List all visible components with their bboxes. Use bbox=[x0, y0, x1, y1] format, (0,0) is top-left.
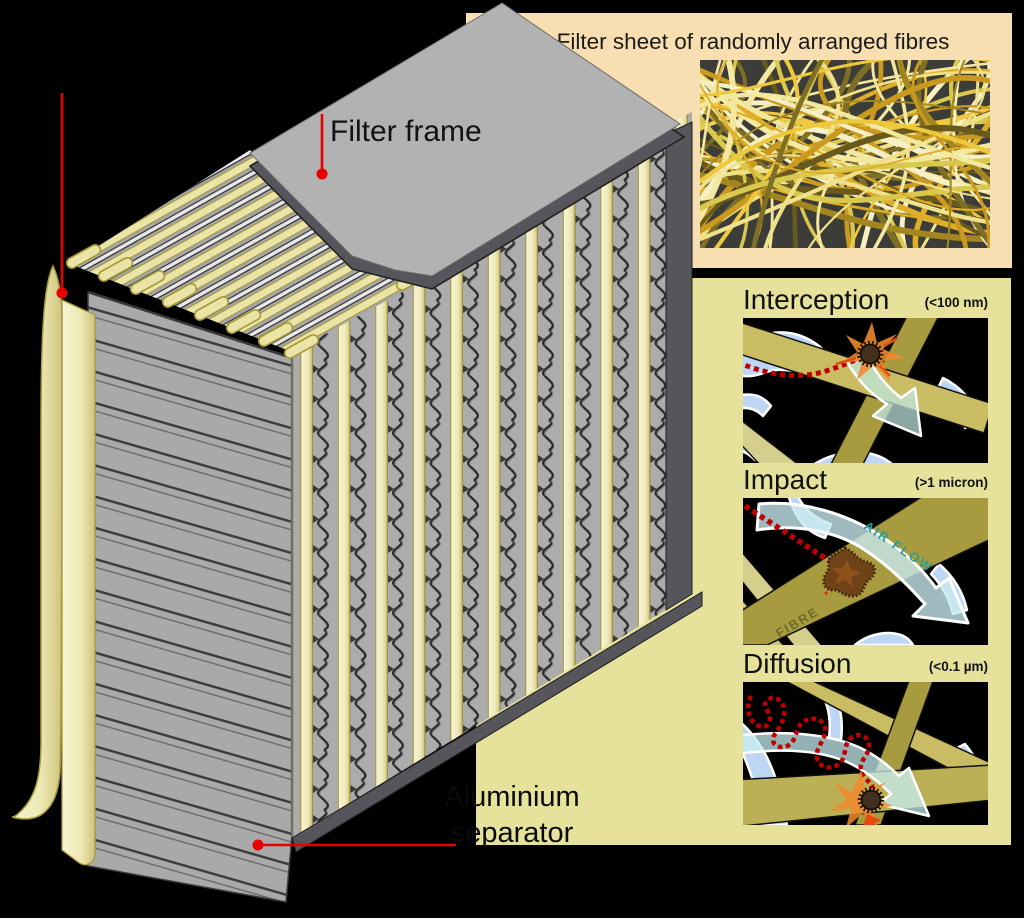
impact-title: Impact bbox=[743, 464, 827, 495]
filter-left-face-corrugations bbox=[87, 290, 293, 903]
fibre-stroke bbox=[700, 82, 990, 175]
fibre-sheet-panel-title: Filter sheet of randomly arranged fibres bbox=[557, 29, 950, 54]
filter-frame-plate bbox=[249, 2, 681, 277]
air-flow-arrow bbox=[755, 501, 970, 625]
diffusion-image bbox=[743, 682, 988, 825]
fibre-sheet-image bbox=[700, 60, 990, 248]
pointer-dot bbox=[56, 287, 68, 299]
fibre-stroke bbox=[911, 60, 990, 248]
fibre-stroke bbox=[700, 168, 990, 225]
pointer-dot bbox=[252, 839, 264, 851]
interception-image bbox=[743, 318, 988, 463]
collision-burst bbox=[828, 770, 893, 825]
filter-top-face-pleats bbox=[70, 150, 432, 352]
fibre-stroke bbox=[700, 111, 990, 242]
left-face-top-edge bbox=[87, 290, 293, 360]
air-flow-arrow bbox=[845, 352, 923, 438]
particle-splat bbox=[822, 546, 877, 598]
fibre-stroke bbox=[952, 60, 990, 248]
interception-title: Interception bbox=[743, 284, 889, 315]
impact-image: FIBRE AIR FLOW bbox=[743, 498, 988, 645]
particle-path-fragment bbox=[824, 584, 836, 596]
outer-filter-sheet-curl bbox=[11, 264, 63, 820]
fibre-stroke bbox=[818, 60, 969, 248]
fibre-stroke bbox=[946, 60, 966, 248]
filter-frame-pointer-line bbox=[316, 114, 328, 180]
aluminium-separator-pointer-line bbox=[252, 839, 456, 851]
fibre-stroke bbox=[700, 172, 990, 243]
fibre-stroke bbox=[872, 60, 910, 248]
filter-sheet-pointer-line bbox=[56, 93, 68, 299]
air-flow-arrow bbox=[743, 731, 931, 818]
outer-filter-sheet-back bbox=[61, 298, 96, 866]
fibre-stroke bbox=[700, 98, 990, 131]
brownian-particle-path bbox=[746, 694, 876, 800]
fibre-stroke bbox=[751, 60, 825, 248]
fibre-stroke bbox=[700, 60, 990, 98]
fibre-stroke bbox=[700, 60, 853, 248]
aluminium-separator-label-line1: Aluminium bbox=[444, 781, 579, 813]
interception-size-note: (<100 nm) bbox=[925, 295, 988, 310]
fibre-stroke bbox=[700, 75, 990, 235]
filter-bottom-edge bbox=[291, 591, 703, 853]
particle-path bbox=[743, 503, 833, 565]
filter-right-edge bbox=[665, 121, 693, 611]
diffusion-title: Diffusion bbox=[743, 648, 851, 679]
annotations: Filter frame Aluminium separator bbox=[56, 93, 580, 851]
pointer-dot bbox=[316, 168, 328, 180]
aluminium-separator-label-line2: separator bbox=[451, 817, 574, 849]
diffusion-size-note: (<0.1 µm) bbox=[929, 659, 988, 674]
impact-size-note: (>1 micron) bbox=[915, 475, 988, 490]
filter-isometric-drawing bbox=[11, 2, 703, 903]
particle-path bbox=[743, 355, 861, 379]
fibre-stroke bbox=[700, 60, 748, 156]
collision-burst bbox=[835, 322, 904, 382]
fibre-stroke bbox=[700, 92, 990, 171]
fibre-sheet-art bbox=[700, 60, 990, 248]
fibre-stroke bbox=[700, 119, 990, 185]
fibre-stroke bbox=[700, 60, 737, 223]
filter-frame-label: Filter frame bbox=[330, 115, 482, 148]
